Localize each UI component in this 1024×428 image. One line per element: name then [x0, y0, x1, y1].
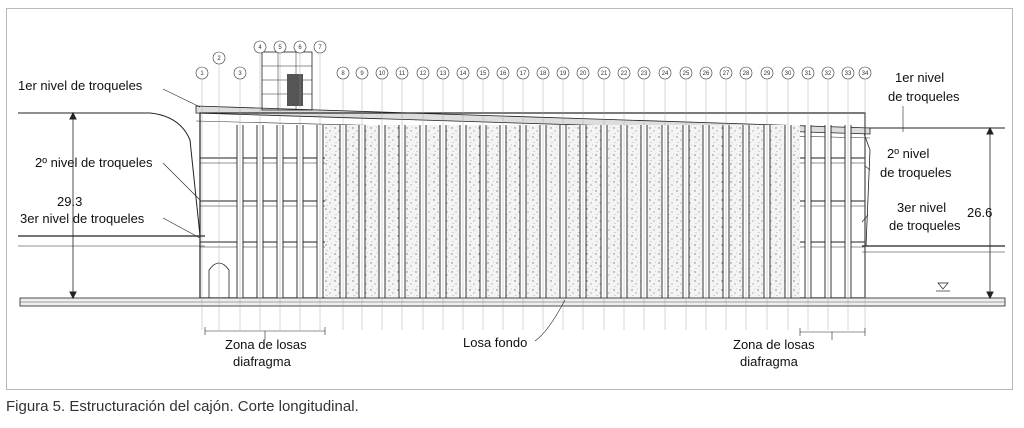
grid-axis-label: 19 [560, 71, 567, 77]
grid-axis-label: 29 [764, 71, 771, 77]
water-level-symbol [936, 282, 950, 292]
grid-axis-label: 9 [360, 71, 364, 77]
label-left-level-2: 2º nivel de troqueles [35, 155, 153, 170]
ground-left [18, 112, 205, 247]
label-right-level-1b: de troqueles [888, 89, 960, 104]
label-right-level-2a: 2º nivel [887, 146, 929, 161]
grid-axis-label: 6 [298, 45, 302, 51]
grid-axis-label: 10 [379, 71, 386, 77]
grid-axis-label: 4 [258, 45, 262, 51]
grid-axis-label: 23 [641, 71, 648, 77]
grid-axis-label: 14 [460, 71, 467, 77]
grid-axis-label: 33 [845, 71, 852, 77]
grid-axis-label: 24 [662, 71, 669, 77]
label-right-level-3b: de troqueles [889, 218, 961, 233]
dimension-left-value: 29.3 [57, 194, 82, 209]
stair-tower [261, 51, 313, 111]
grid-axis-label: 16 [500, 71, 507, 77]
grid-axis-label: 3 [238, 71, 242, 77]
label-right-zone-a: Zona de losas [733, 337, 815, 352]
grid-axis-label: 8 [341, 71, 345, 77]
ground-right [861, 127, 1005, 253]
figure-caption: Figura 5. Estructuración del cajón. Cort… [6, 398, 359, 415]
grid-axis-label: 21 [601, 71, 608, 77]
label-right-level-2b: de troqueles [880, 165, 952, 180]
dimension-right [986, 126, 994, 300]
dimension-left [69, 111, 77, 300]
bottom-slab [19, 297, 1006, 307]
grid-axis-label: 7 [318, 45, 322, 51]
grid-axis-label: 11 [399, 71, 406, 77]
label-left-zone-a: Zona de losas [225, 337, 307, 352]
dimension-right-value: 26.6 [967, 205, 992, 220]
grid-axis-label: 13 [440, 71, 447, 77]
grid-axis-label: 15 [480, 71, 487, 77]
grid-axis-label: 5 [278, 45, 282, 51]
grid-axis-label: 28 [743, 71, 750, 77]
grid-axis-label: 25 [683, 71, 690, 77]
label-left-level-3: 3er nivel de troqueles [20, 211, 145, 226]
grid-axis-label: 27 [723, 71, 730, 77]
label-left-zone-b: diafragma [233, 354, 292, 369]
grid-axis-label: 26 [703, 71, 710, 77]
grid-axis-label: 31 [805, 71, 812, 77]
label-right-zone-b: diafragma [740, 354, 799, 369]
label-left-level-1: 1er nivel de troqueles [18, 78, 143, 93]
label-center-slab: Losa fondo [463, 335, 527, 350]
grid-axis-label: 32 [825, 71, 832, 77]
label-right-level-1a: 1er nivel [895, 70, 944, 85]
grid-axis-label: 22 [621, 71, 628, 77]
grid-axis-label: 30 [785, 71, 792, 77]
grid-axis-label: 20 [580, 71, 587, 77]
grid-axis-label: 18 [540, 71, 547, 77]
label-right-level-3a: 3er nivel [897, 200, 946, 215]
label-leaders [162, 88, 904, 342]
grid-axis-label: 1 [200, 71, 204, 77]
grid-axis-label: 12 [420, 71, 427, 77]
grid-axis-label: 17 [520, 71, 527, 77]
grid-axis-label: 2 [217, 56, 221, 62]
grid-axis-label: 34 [862, 71, 869, 77]
